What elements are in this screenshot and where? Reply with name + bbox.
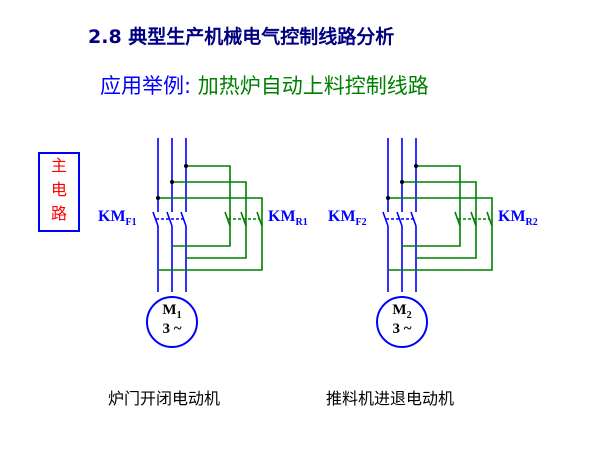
caption-circuit-1: 炉门开闭电动机 [108, 389, 221, 408]
reverse-contact-1 [224, 211, 231, 227]
forward-contact-2 [166, 211, 173, 227]
main-circuit-char-1: 主 [50, 156, 67, 175]
junction-dot [414, 164, 418, 168]
motor-circle [146, 296, 198, 348]
reverse-contactor-sub-2: R2 [525, 217, 538, 229]
reverse-contactor-base-1: KM [268, 208, 296, 225]
subtitle: 应用举例: 加热炉自动上料控制线路 [100, 70, 429, 100]
motor-label-2: M2 [382, 302, 422, 321]
circuit-2 [376, 138, 493, 348]
subtitle-body: 加热炉自动上料控制线路 [197, 74, 429, 98]
page-title: 2.8 典型生产机械电气控制线路分析 [88, 26, 395, 48]
reverse-contactor-sub-1: R1 [295, 217, 308, 229]
motor-label-1: M1 [152, 302, 192, 321]
junction-dot [400, 180, 404, 184]
forward-contact-1 [152, 211, 159, 227]
forward-contactor-sub-2: F2 [355, 217, 367, 229]
junction-dot [184, 164, 188, 168]
reverse-tap-2 [172, 181, 247, 259]
motor-circle [376, 296, 428, 348]
motor-base-2: M [392, 302, 407, 318]
subtitle-head: 应用举例: [100, 74, 192, 98]
motor-phase-2: 3 ~ [392, 321, 412, 337]
forward-contactor-base-2: KM [328, 208, 356, 225]
motor-sub-2: 2 [406, 310, 412, 321]
reverse-contact-1 [454, 211, 461, 227]
reverse-tap-2 [402, 181, 477, 259]
reverse-tap-1 [388, 197, 493, 271]
reverse-tap-3 [172, 165, 231, 247]
forward-contact-2 [396, 211, 403, 227]
reverse-contactor-label-2: KMR2 [498, 208, 538, 228]
forward-contactor-base-1: KM [98, 208, 126, 225]
motor-base-1: M [162, 302, 177, 318]
forward-contact-1 [382, 211, 389, 227]
circuit-1 [146, 138, 263, 348]
junction-dot [386, 196, 390, 200]
motor-sub-1: 1 [176, 310, 182, 321]
caption-circuit-2: 推料机进退电动机 [326, 389, 455, 408]
reverse-tap-3 [402, 165, 461, 247]
motor-phase-1: 3 ~ [162, 321, 182, 337]
main-circuit-char-3: 路 [50, 204, 67, 223]
forward-contactor-label-1: KMF1 [98, 208, 137, 228]
reverse-contactor-label-1: KMR1 [268, 208, 308, 228]
junction-dot [170, 180, 174, 184]
reverse-tap-1 [158, 197, 263, 271]
junction-dot [156, 196, 160, 200]
main-circuit-char-2: 电 [50, 180, 67, 199]
forward-contactor-sub-1: F1 [125, 217, 137, 229]
reverse-contactor-base-2: KM [498, 208, 526, 225]
forward-contactor-label-2: KMF2 [328, 208, 367, 228]
main-circuit-box: 主 电 路 [38, 152, 80, 232]
